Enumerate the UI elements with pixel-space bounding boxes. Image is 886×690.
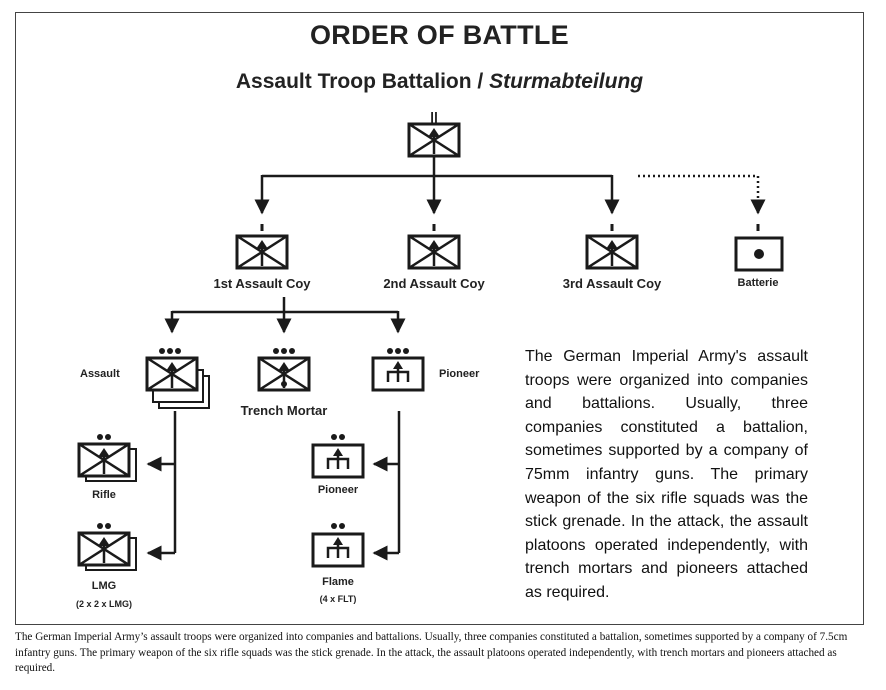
company-2-symbol <box>407 224 461 270</box>
pioneer-section-label: Pioneer <box>317 484 359 496</box>
flame-section-detail: (4 x FLT) <box>319 594 357 604</box>
assault-section-connectors <box>146 411 177 561</box>
assault-platoon-label: Assault <box>80 368 120 380</box>
section-echelon-dots <box>97 434 345 529</box>
battery-symbol <box>734 224 784 272</box>
figure-caption: The German Imperial Army’s assault troop… <box>15 631 848 674</box>
pioneer-section-icon <box>311 443 365 479</box>
company-2-label: 2nd Assault Coy <box>383 276 485 291</box>
battalion-symbol: || <box>407 109 461 158</box>
subtitle-italic: Sturmabteilung <box>489 70 644 93</box>
assault-platoon-symbol <box>145 356 210 409</box>
description-text: The German Imperial Army's assault troop… <box>525 348 808 601</box>
battery-label: Batterie <box>737 277 779 289</box>
company-3-label: 3rd Assault Coy <box>562 276 662 291</box>
company-3-assault-icon <box>585 234 639 270</box>
company-connectors <box>164 297 406 334</box>
page-title: ORDER OF BATTLE <box>310 20 569 50</box>
battalion-connectors <box>254 156 766 215</box>
company-1-assault-icon <box>235 234 289 270</box>
pioneer-platoon-label: Pioneer <box>439 368 480 380</box>
flame-section-icon <box>311 532 365 568</box>
company-1-label: 1st Assault Coy <box>213 276 311 291</box>
mortar-platoon-symbol <box>257 356 311 392</box>
flame-section-label: Flame <box>322 576 354 588</box>
lmg-section-label: LMG <box>91 580 117 592</box>
lmg-section-detail: (2 x 2 x LMG) <box>75 599 133 609</box>
rifle-section-label: Rifle <box>92 489 116 501</box>
lmg-section-symbol <box>77 531 137 571</box>
company-3-symbol <box>585 224 639 270</box>
pioneer-section-symbol <box>311 443 365 479</box>
page-subtitle: Assault Troop Battalion / Sturmabteilung <box>15 70 864 94</box>
rifle-section-icon <box>77 442 131 478</box>
platoon-echelon-dots <box>159 348 409 354</box>
pioneer-section-connectors <box>372 411 401 561</box>
lmg-section-icon <box>77 531 131 567</box>
assault-platoon-icon <box>145 356 199 392</box>
diagram-frame <box>15 12 864 625</box>
rifle-section-symbol <box>77 442 137 482</box>
pioneer-platoon-symbol <box>371 356 425 392</box>
battalion-assault-icon <box>407 122 461 158</box>
battalion-echelon: || <box>430 109 438 125</box>
pioneer-icon <box>371 356 425 392</box>
company-2-assault-icon <box>407 234 461 270</box>
artillery-icon <box>734 236 784 272</box>
flame-section-symbol <box>311 532 365 568</box>
mortar-platoon-label: Trench Mortar <box>240 403 328 418</box>
subtitle-main: Assault Troop Battalion / <box>235 70 490 93</box>
company-1-symbol <box>235 224 289 270</box>
